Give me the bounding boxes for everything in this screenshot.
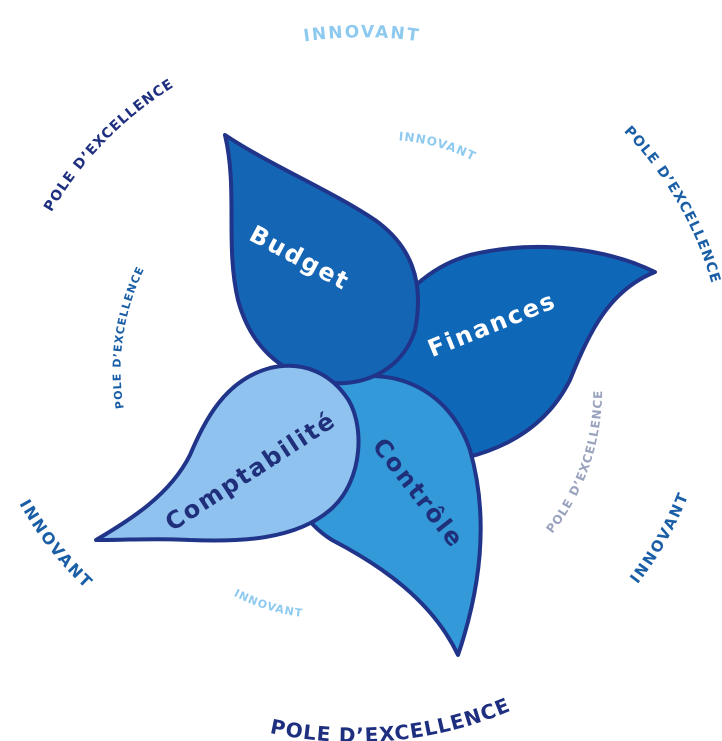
flower xyxy=(94,133,657,657)
outer-innovant-left: INNOVANT xyxy=(16,496,97,593)
petal-comptabilite xyxy=(94,363,361,543)
inner-innovant-bottom: INNOVANT xyxy=(232,587,304,620)
outer-innovant-top: INNOVANT xyxy=(302,22,421,46)
outer-pole-bottom: POLE D’EXCELLENCE xyxy=(268,693,513,741)
inner-innovant-top: INNOVANT xyxy=(398,129,478,163)
inner-pole-left: POLE D’EXCELLENCE xyxy=(111,264,148,410)
inner-pole-right: POLE D’EXCELLENCE xyxy=(543,390,605,536)
outer-pole-top-right: POLE D’EXCELLENCE xyxy=(621,123,722,285)
outer-pole-top-left: POLE D’EXCELLENCE xyxy=(41,76,177,215)
outer-innovant-right: INNOVANT xyxy=(626,489,692,587)
petal-budget xyxy=(223,133,420,386)
